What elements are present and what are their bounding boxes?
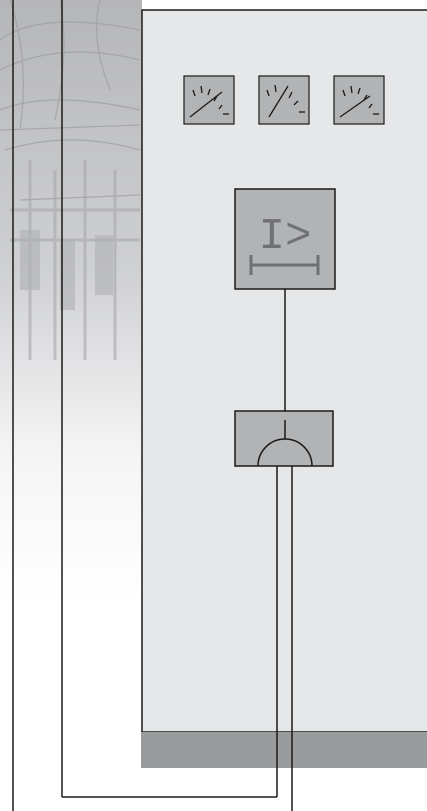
circuit-breaker-icon [257,420,313,467]
analog-meter-icon [266,84,305,118]
outgoing-feeder-lines [276,466,293,811]
meter-3 [333,75,385,125]
time-delay-icon [249,255,320,275]
overcurrent-relay: I> [234,188,336,290]
analog-meter-icon [339,85,379,118]
meter-1 [183,75,235,125]
left-feeder-lines [12,0,277,811]
substation-photo-background [0,0,142,600]
relay-symbol-label: I> [259,212,312,262]
circuit-breaker [234,410,334,467]
analog-meter-icon [189,85,229,118]
meter-2 [258,75,310,125]
panel-base [141,732,427,768]
